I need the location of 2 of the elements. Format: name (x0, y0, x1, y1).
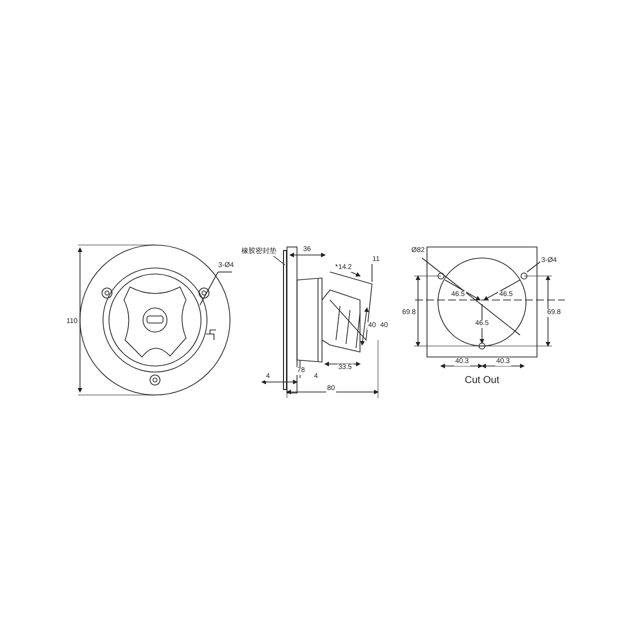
gasket-strip (283, 250, 287, 390)
leader-line (273, 256, 286, 266)
